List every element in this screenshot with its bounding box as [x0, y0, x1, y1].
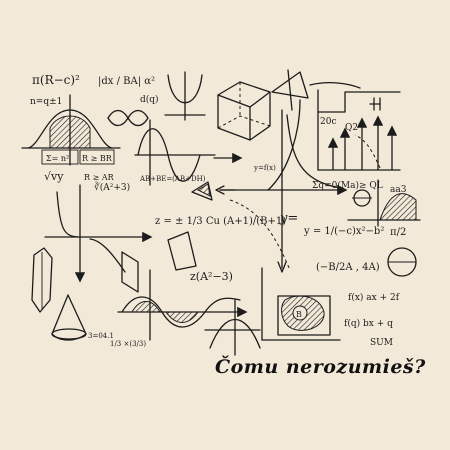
formula-ab-eq: AB+BE=(AB+DH): [139, 175, 206, 183]
formula-r-ar: R ≥ AR: [84, 173, 115, 182]
hyperbola-figure: ∛(A²+3): [44, 181, 153, 283]
formula-q2: Q2: [345, 123, 358, 133]
cone-crystal-figure: 3=04.1 1/3 ×(3/3): [31, 247, 146, 348]
top-formulas: |dx / BA| α² d(q): [98, 71, 206, 127]
formula-y-fx: y=f(x): [253, 164, 276, 172]
formula-y-eq: y = 1/(−c)x²−b²: [303, 226, 384, 237]
formula-r-br: R ≥ BR: [82, 154, 113, 163]
caption-text: Čomu nerozumieš?: [215, 356, 426, 378]
center-axes-figure: y=: [215, 109, 348, 273]
formula-sqrt-y: √vy: [44, 170, 64, 183]
formula-20c: 20c: [320, 117, 337, 127]
sine-wave-figure: AB+BE=(AB+DH): [134, 119, 243, 186]
formula-z-a: z(A²−3): [190, 270, 233, 283]
formula-dq: d(q): [140, 94, 159, 105]
formula-fx-ax: f(x) ax + 2f: [348, 292, 400, 303]
bottom-center-curve: [204, 299, 261, 356]
region-b-label: B: [296, 310, 302, 319]
formula-b-frac: (−B/2A , 4A): [316, 262, 380, 273]
formula-aa3: aa3: [390, 185, 407, 195]
small-shapes: [121, 181, 213, 293]
region-box-figure: B: [261, 267, 341, 341]
center-y-symbol: y=: [279, 211, 298, 226]
triangle-arrows: [267, 69, 361, 191]
formula-pi-r: π(R−c)²: [32, 73, 80, 87]
formula-fraction: z = ± 1/3 Cu (A+1)/(B+1): [155, 216, 286, 227]
formula-n-eq: n=q±1: [30, 97, 62, 107]
formula-3041: 3=04.1: [88, 332, 114, 340]
step-chart-figure: 20c Q2 Σq=0(Ma)≥ QL: [312, 89, 401, 191]
right-formulas: y = 1/(−c)x²−b² (−B/2A , 4A) f(x) ax + 2…: [303, 226, 400, 348]
formula-fq: f(q) bx + q: [344, 318, 393, 329]
formula-sum-n: Σ= n²: [46, 154, 69, 163]
formula-sum: SUM: [370, 338, 393, 348]
cube-figure: y=f(x): [217, 81, 276, 172]
bottom-sine-figure: [117, 269, 248, 341]
right-half-bell: aa3 π/2: [347, 179, 421, 277]
formula-abs-ba: |dx / BA| α²: [98, 76, 155, 87]
formula-pi-2: π/2: [390, 227, 406, 238]
formula-cube-root: ∛(A²+3): [94, 181, 130, 193]
bell-curve-figure: π(R−c)² n=q±1 Σ= n² R ≥ BR √vy R ≥ AR: [21, 73, 121, 183]
formula-small-frac: 1/3 ×(3/3): [110, 340, 146, 348]
